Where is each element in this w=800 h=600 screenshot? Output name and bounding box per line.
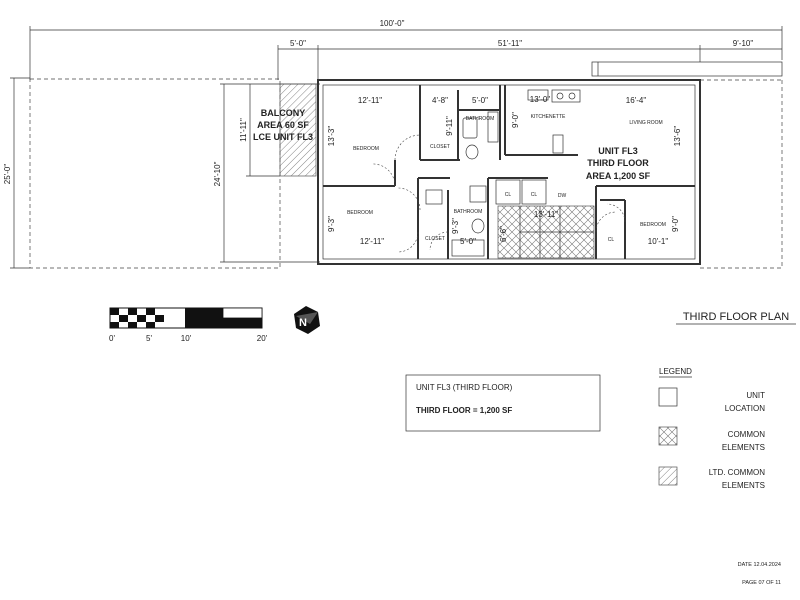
north-arrow-icon [294,306,320,334]
room-closet-top: CLOSET [430,144,450,150]
dim-bed-bl-h: 9'-3" [327,216,336,232]
dim-bath-bottom-h: 9'-3" [451,218,460,234]
dim-living-w: 16'-4" [626,96,647,105]
unit-label-3: AREA 1,200 SF [586,171,651,181]
balcony-area [279,83,317,177]
rear-yard-dim: 9'-10" [733,39,754,48]
total-width-dim: 100'-0" [380,19,405,28]
scale-tick-10: 10' [181,334,192,343]
legend-unit-l2: LOCATION [725,404,766,413]
scale-tick-5: 5' [146,334,152,343]
dim-stair-w: 13'-11" [534,210,558,219]
dim-bed-bl-w: 12'-11" [360,237,384,246]
room-closet-bottom: CLOSET [425,236,445,242]
scale-tick-0: 0' [109,334,115,343]
legend-swatch-ltd-common [658,466,678,486]
dim-kitchen-h: 9'-0" [511,112,520,128]
north-arrow-label: N [299,317,307,329]
plan-title: THIRD FLOOR PLAN [683,311,789,323]
stair-treads [519,206,594,258]
room-dw: DW [558,193,567,199]
room-living-room: LIVING ROOM [629,120,662,126]
fixtures [425,89,581,257]
legend-swatch-unit [658,387,678,407]
overall-dimension-lines [10,26,783,269]
room-bathroom-bottom: BATHROOM [454,209,483,215]
date-stamp: DATE 12.04.2024 [738,562,781,568]
building-length-dim: 51'-11" [498,39,522,48]
building-depth-dim: 24'-10" [213,161,222,186]
room-bedroom-bottom-left: BEDROOM [347,210,373,216]
room-cl-2: CL [531,192,538,198]
legend-ltd-common-l1: LTD. COMMON [709,468,766,477]
room-bedroom-top: BEDROOM [353,146,379,152]
dim-living-h: 13'-6" [673,126,682,147]
unit-info-box [405,374,601,432]
dim-kitchen-w: 13'-0" [530,95,551,104]
room-kitchenette: KITCHENETTE [531,114,566,120]
lot-depth-dim: 25'-0" [3,164,12,185]
room-bedroom-right: BEDROOM [640,222,666,228]
dim-bath-top-w: 5'-0" [472,96,488,105]
dim-bed-top-w: 12'-11" [358,96,382,105]
room-cl-3: CL [608,237,615,243]
dim-bath-bottom-w: 5'-0" [460,237,476,246]
page-number: PAGE 07 OF 11 [742,580,781,586]
unit-label-2: THIRD FLOOR [587,158,649,168]
balcony-label-3: LCE UNIT FL3 [253,132,313,142]
room-bathroom-top: BATHROOM [466,116,495,122]
building-walls [317,79,701,265]
scale-tick-20: 20' [257,334,268,343]
info-box-line-2: THIRD FLOOR = 1,200 SF [416,406,512,415]
dim-stair-h: 6'-6" [499,226,508,242]
legend-common-l1: COMMON [728,430,766,439]
dim-bed-top-h: 13'-3" [327,126,336,147]
door-swings [371,134,626,253]
legend-title: LEGEND [659,367,692,376]
balcony-label-1: BALCONY [261,108,306,118]
unit-label-1: UNIT FL3 [598,146,638,156]
room-cl-1: CL [505,192,512,198]
dim-closet-w: 4'-8" [432,96,448,105]
legend-unit-l1: UNIT [746,391,765,400]
balcony-depth-dim: 11'-11" [239,118,248,142]
dim-bed-right-h: 9'-0" [671,216,680,232]
info-box-line-1: UNIT FL3 (THIRD FLOOR) [416,383,513,392]
balcony-label-2: AREA 60 SF [257,120,309,130]
dim-bed-right-w: 10'-1" [648,237,669,246]
legend-swatch-common [658,426,678,446]
graphic-scale [109,307,263,329]
front-setback-dim: 5'-0" [290,39,306,48]
legend-common-l2: ELEMENTS [722,443,765,452]
lot-boundary [29,61,783,269]
dim-closet-h: 9'-11" [445,116,454,136]
legend-ltd-common-l2: ELEMENTS [722,481,765,490]
